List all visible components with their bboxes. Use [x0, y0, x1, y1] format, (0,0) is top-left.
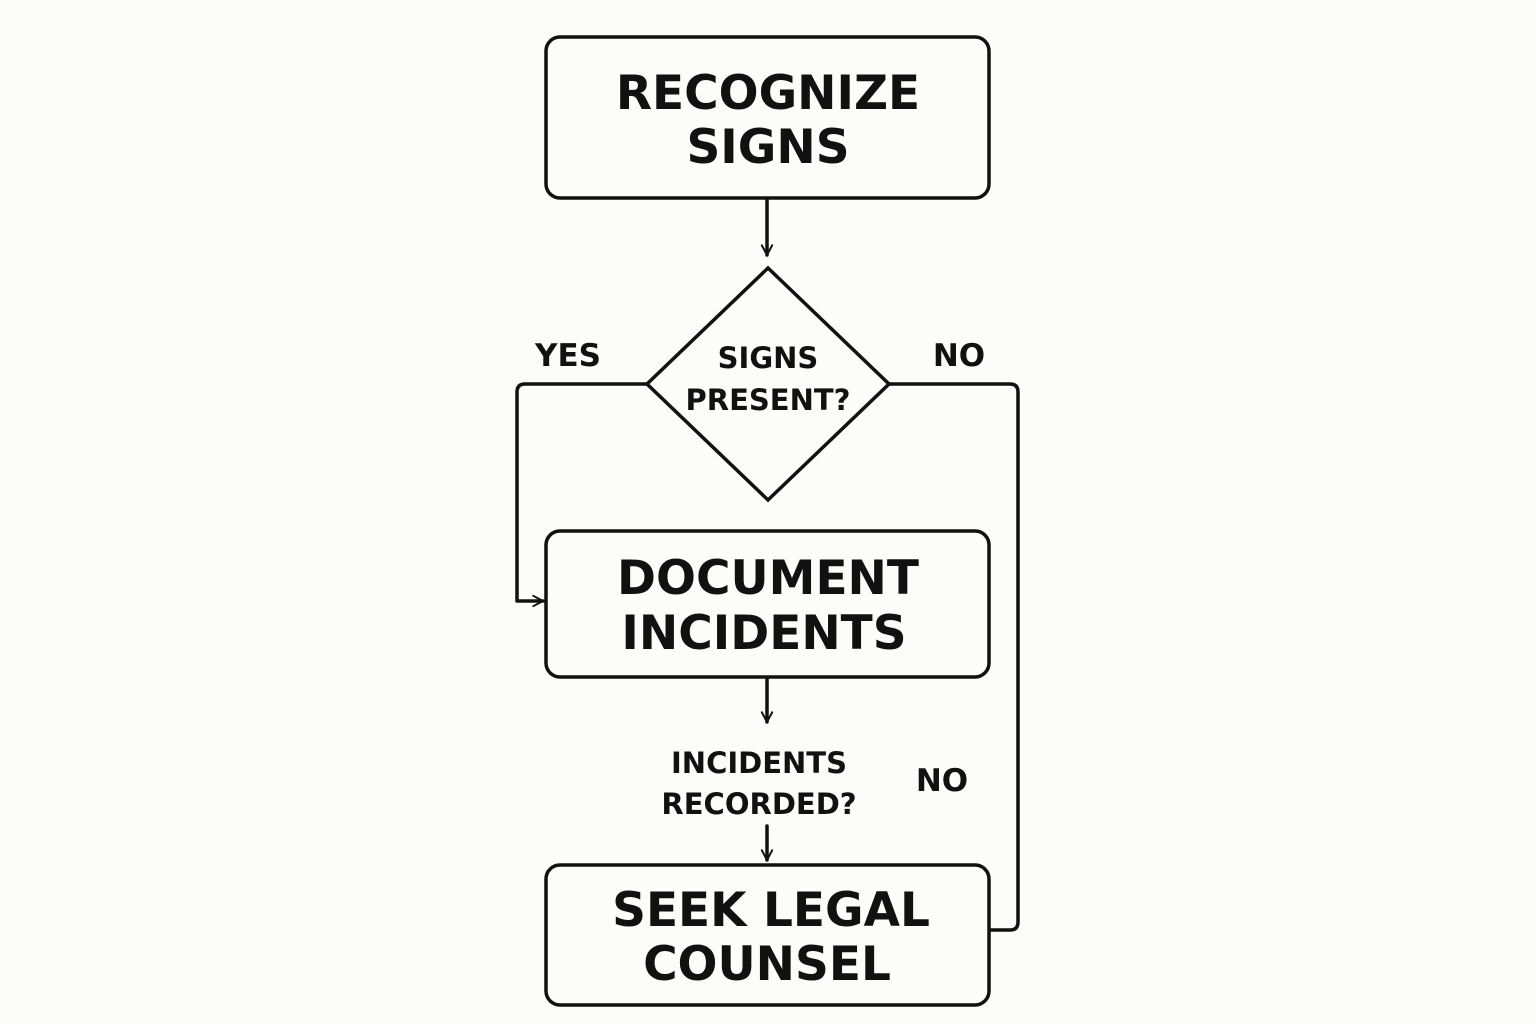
signs-present-decision: SIGNS PRESENT? — [644, 265, 892, 503]
seek-legal-counsel-line1: SEEK LEGAL — [612, 883, 930, 938]
signs-present-line2: PRESENT? — [686, 383, 851, 417]
no-label-top: NO — [933, 338, 985, 374]
arrow-yes-to-document — [515, 382, 649, 608]
document-incidents-box — [544, 529, 991, 679]
recognize-signs-node: RECOGNIZE SIGNS — [544, 35, 991, 200]
recognize-signs-line2: SIGNS — [686, 120, 849, 175]
recognize-signs-line1: RECOGNIZE — [616, 66, 920, 121]
incidents-recorded-line2: RECORDED? — [661, 787, 856, 821]
signs-present-line1: SIGNS — [718, 341, 819, 375]
seek-legal-counsel-box — [544, 863, 991, 1007]
signs-present-diamond — [644, 265, 892, 503]
yes-label: YES — [534, 338, 601, 374]
connector-no-to-counsel — [887, 382, 1020, 932]
seek-legal-counsel-line2: COUNSEL — [643, 937, 891, 992]
incidents-recorded-line1: INCIDENTS — [671, 746, 847, 780]
recognize-signs-box — [544, 35, 991, 200]
seek-legal-counsel-node: SEEK LEGAL COUNSEL — [544, 863, 991, 1007]
document-incidents-line2: INCIDENTS — [621, 606, 906, 661]
no-label-bottom: NO — [916, 763, 968, 799]
document-incidents-node: DOCUMENT INCIDENTS — [544, 529, 991, 679]
document-incidents-line1: DOCUMENT — [617, 551, 919, 606]
